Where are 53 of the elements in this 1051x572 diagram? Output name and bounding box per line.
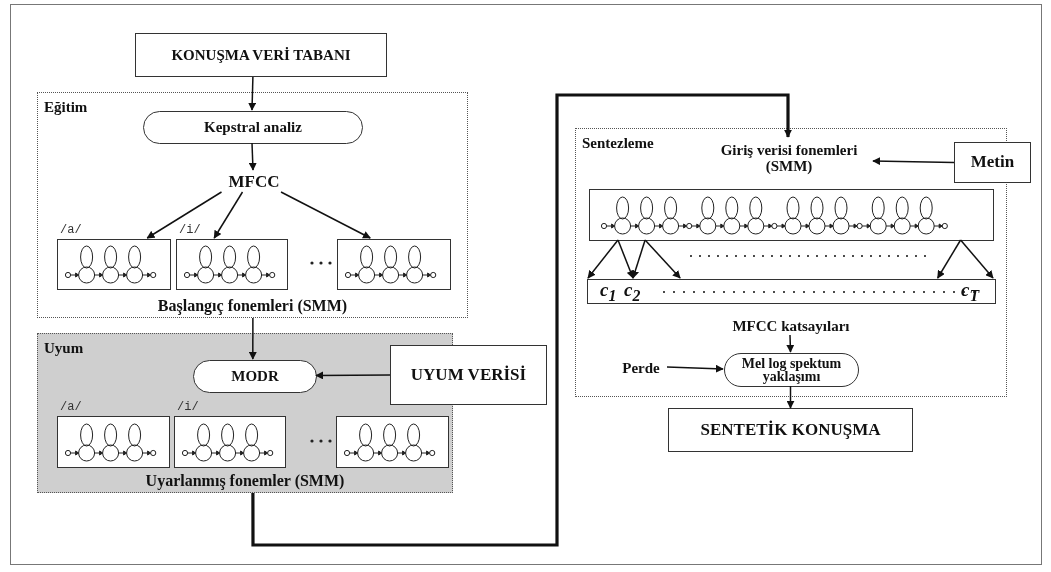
arrow (786, 385, 795, 409)
hmm-chain-box (589, 189, 994, 241)
node-label: Metin (970, 153, 1015, 172)
arrow (213, 191, 244, 239)
arrow (959, 239, 994, 279)
arrow (936, 239, 962, 279)
group-title: Uyum (44, 340, 84, 357)
coefficient-box (587, 279, 996, 304)
arrow (666, 364, 724, 373)
group-title: Sentezleme (582, 135, 654, 152)
process-box (193, 360, 317, 393)
arrow (315, 371, 391, 380)
arrow (248, 317, 257, 360)
phoneme-label: /i/ (179, 223, 201, 237)
process-box (143, 111, 363, 144)
arrow (248, 142, 257, 171)
arrow (248, 76, 257, 111)
node-label: Mel log spektum yaklaşımı (740, 356, 843, 384)
group-caption: Başlangıç fonemleri (SMM) (156, 297, 349, 315)
hmm-box (337, 239, 451, 290)
output-box (668, 408, 913, 452)
phoneme-label: /a/ (60, 223, 82, 237)
node-label: Perde (622, 359, 660, 377)
phoneme-label: /a/ (60, 400, 82, 414)
node-label: SENTETİK KONUŞMA (700, 420, 881, 440)
node-label: MFCC katsayıları (732, 317, 850, 335)
hmm-box (336, 416, 449, 468)
coefficient-symbol: c$_{2}$ (624, 280, 641, 305)
node-label: MFCC (228, 172, 280, 192)
text-box (954, 142, 1031, 183)
data-box (390, 345, 547, 405)
node-label: Giriş verisi fonemleri (SMM) (719, 141, 859, 175)
arrow (587, 239, 619, 279)
arrow (786, 334, 795, 353)
group-title: Eğitim (44, 99, 88, 116)
arrow (872, 157, 955, 166)
node-label: UYUM VERİSİ (410, 365, 527, 385)
training-group (37, 92, 468, 318)
arrow (631, 239, 646, 279)
arrow (146, 191, 223, 239)
arrow (644, 239, 681, 279)
coefficient-symbol: c$_{T}$ (961, 280, 980, 305)
arrow (280, 191, 371, 239)
phoneme-label: /i/ (177, 400, 199, 414)
coefficient-symbol: c$_{1}$ (600, 280, 617, 305)
process-box (724, 353, 859, 387)
node-label: KONUŞMA VERİ TABANI (171, 46, 351, 64)
node-label: Kepstral analiz (204, 119, 302, 136)
arrow (617, 239, 635, 279)
database-box (135, 33, 387, 77)
node-label: MODR (231, 368, 279, 385)
group-caption: Uyarlanmış fonemler (SMM) (144, 472, 346, 490)
arrow (251, 93, 792, 547)
